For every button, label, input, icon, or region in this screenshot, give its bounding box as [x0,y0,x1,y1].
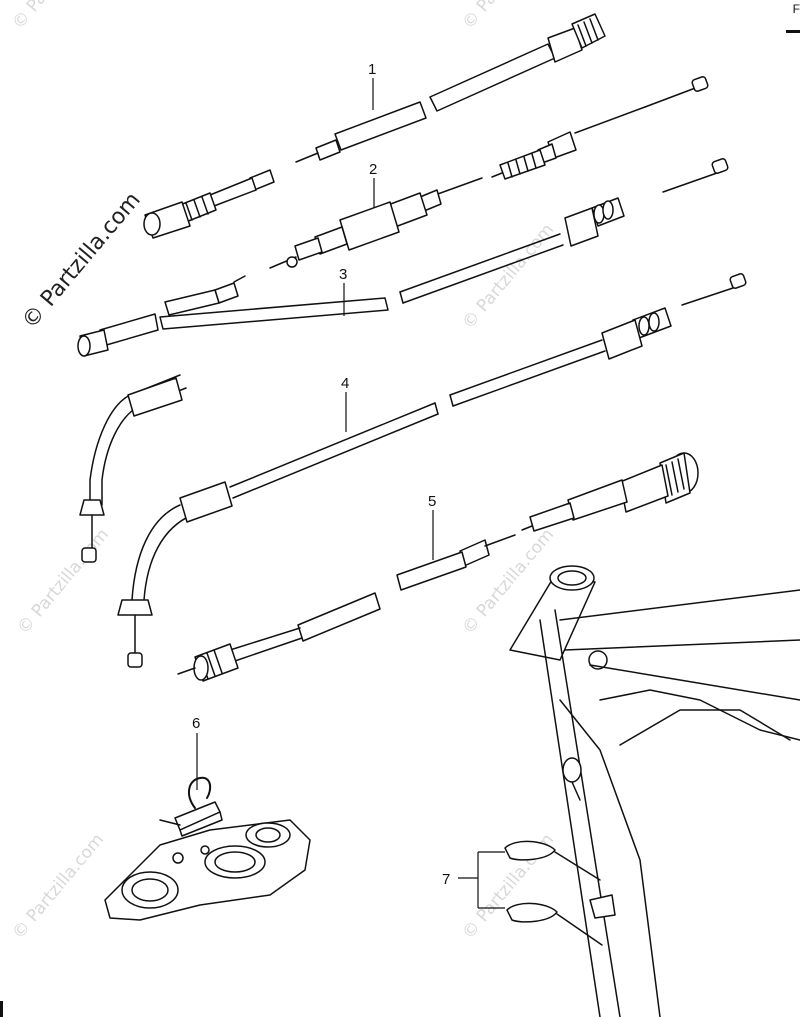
callout-6: 6 [192,715,200,732]
watermark-text: © Partzilla.com [14,525,114,638]
callout-1: 1 [368,61,376,78]
corner-letter: F [792,2,800,16]
cable-4 [79,273,747,668]
callout-2: 2 [369,161,377,178]
leader-lines [196,78,505,909]
cable-1 [143,13,606,239]
callout-5: 5 [428,493,436,510]
cable-5 [177,452,699,682]
callout-4: 4 [341,375,349,392]
callout-labels: 1 2 3 4 5 6 7 [192,61,450,888]
frame-section [504,565,800,1017]
callout-3: 3 [339,266,347,283]
watermark-text: © Partzilla.com [459,220,559,333]
callout-7: 7 [442,871,450,888]
corner-bar [786,30,800,33]
watermark-text: © Partzilla.com [459,0,559,33]
triple-clamp-with-hook [104,776,311,921]
watermark-text: © Partzilla.com [9,830,109,943]
cable-2 [269,76,709,269]
cable-3 [77,158,729,357]
watermark-text: © Partzilla.com [9,0,109,33]
watermark-text-dark: © Partzilla.com [17,188,145,334]
left-edge-bar [0,1001,3,1017]
